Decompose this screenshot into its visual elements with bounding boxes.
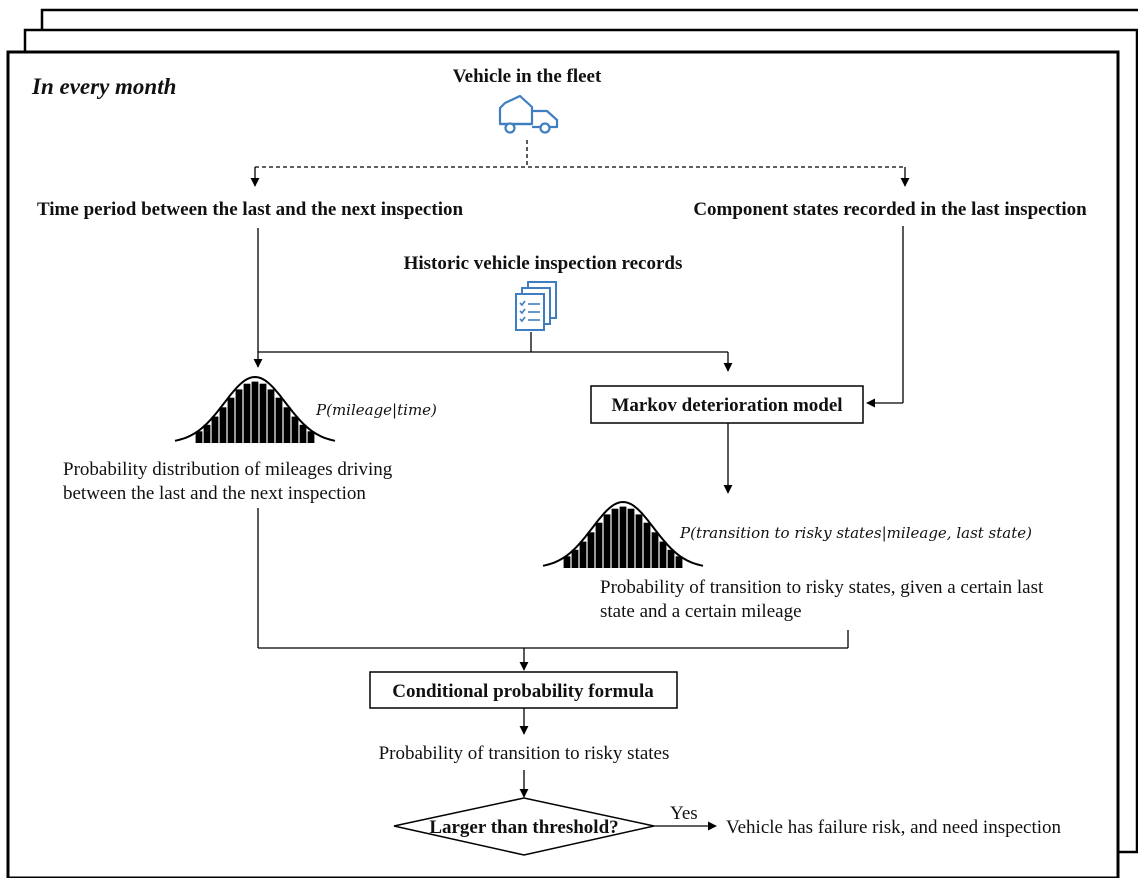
historic-records-label: Historic vehicle inspection records	[404, 253, 683, 274]
conditional-label: Conditional probability formula	[392, 681, 654, 702]
truck-icon	[498, 94, 559, 134]
time-period-label: Time period between the last and the nex…	[37, 199, 464, 220]
decision-diamond	[393, 797, 655, 856]
yes-label: Yes	[670, 803, 698, 824]
connectors	[253, 226, 904, 831]
histogram-bar	[651, 532, 659, 568]
main-frame	[6, 50, 1120, 878]
histogram-bar	[227, 397, 235, 443]
histogram-bar	[291, 416, 299, 443]
histogram-bar	[307, 431, 315, 443]
mileage-caption-line2: between the last and the next inspection	[63, 483, 366, 504]
histogram-bar	[283, 407, 291, 443]
histogram-bar	[675, 556, 683, 568]
histogram-bar	[267, 389, 275, 443]
histogram-bar	[251, 381, 259, 443]
histogram-bar	[595, 522, 603, 568]
histogram-bar	[563, 556, 571, 568]
mileage-histogram-icon	[174, 375, 336, 443]
component-states-label: Component states recorded in the last in…	[693, 199, 1087, 220]
histogram-bar	[299, 424, 307, 443]
transition-histogram-icon	[542, 500, 704, 568]
histogram-bar	[235, 389, 243, 443]
histogram-bar	[219, 407, 227, 443]
vehicle-label: Vehicle in the fleet	[453, 66, 602, 87]
transition-caption-line2: state and a certain mileage	[600, 601, 802, 622]
transition-caption-line1: Probability of transition to risky state…	[600, 577, 1044, 598]
histogram-bar	[603, 514, 611, 568]
histogram-bar	[627, 508, 635, 568]
histogram-bar	[243, 383, 251, 443]
histogram-bar	[259, 383, 267, 443]
histogram-bar	[643, 522, 651, 568]
markov-box	[590, 385, 864, 424]
histogram-bar	[619, 506, 627, 568]
histogram-bar	[203, 424, 211, 443]
histogram-bar	[635, 514, 643, 568]
markov-label: Markov deterioration model	[611, 395, 842, 416]
transition-formula: P(transition to risky states|mileage, la…	[679, 524, 1032, 542]
histogram-bar	[211, 416, 219, 443]
histogram-bar	[579, 541, 587, 568]
vehicle-dashed-split	[250, 140, 910, 187]
frame-title: In every month	[31, 74, 176, 99]
prob-transition-label: Probability of transition to risky state…	[379, 743, 670, 764]
histogram-bar	[611, 508, 619, 568]
histogram-bar	[667, 549, 675, 568]
conditional-box	[369, 671, 678, 709]
outcome-label: Vehicle has failure risk, and need inspe…	[726, 817, 1062, 838]
documents-checklist-icon	[515, 281, 557, 331]
histogram-bar	[659, 541, 667, 568]
decision-label: Larger than threshold?	[429, 817, 618, 838]
mileage-caption-line1: Probability distribution of mileages dri…	[63, 459, 393, 480]
histogram-bar	[587, 532, 595, 568]
histogram-bar	[275, 397, 283, 443]
histogram-bar	[195, 431, 203, 443]
histogram-bar	[571, 549, 579, 568]
mileage-formula: P(mileage|time)	[315, 401, 437, 419]
